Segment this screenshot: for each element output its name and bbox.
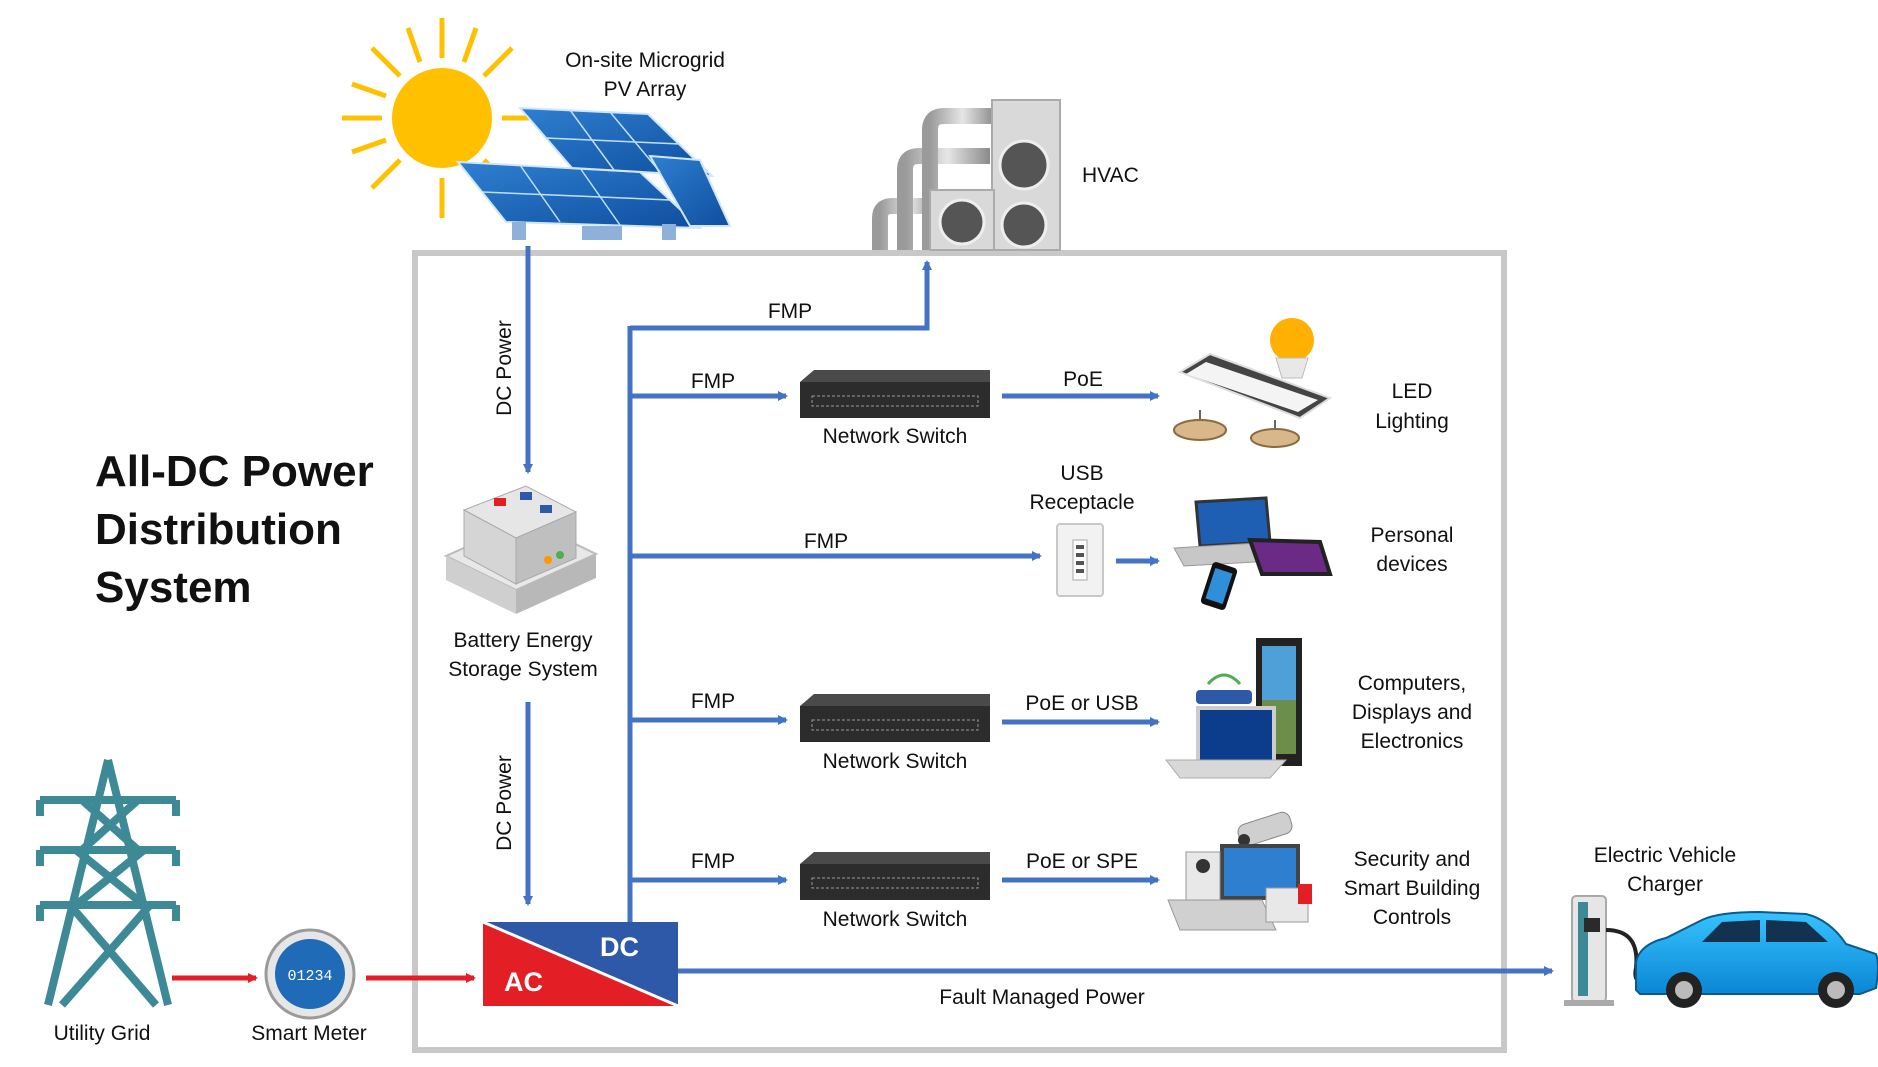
battery-label-2: Storage System: [448, 658, 597, 681]
poe-or-usb-label: PoE or USB: [1025, 692, 1138, 715]
led-lighting-icon: [1173, 318, 1333, 448]
network-switch-label-2: Network Switch: [823, 750, 968, 773]
diagram-title: All-DC Power Distribution System: [95, 447, 374, 612]
svg-text:System: System: [95, 563, 252, 612]
ac-label: AC: [504, 967, 543, 997]
led-lighting-label-2: Lighting: [1375, 410, 1449, 433]
computers-label: Computers,: [1358, 672, 1467, 695]
personal-devices-icon: [1173, 496, 1333, 610]
security-label-3: Controls: [1373, 906, 1451, 929]
computers-displays-icon: [1164, 638, 1302, 779]
smart-meter-label: Smart Meter: [251, 1022, 367, 1045]
network-switch-icon: [800, 694, 990, 742]
ac-dc-converter: DC AC: [482, 920, 679, 1008]
led-lighting-label: LED: [1392, 380, 1433, 403]
ev-charger-label-2: Charger: [1627, 873, 1703, 896]
computers-label-3: Electronics: [1361, 730, 1464, 753]
computers-label-2: Displays and: [1352, 701, 1472, 724]
meter-reading: 01234: [287, 968, 332, 985]
utility-grid-label: Utility Grid: [54, 1022, 151, 1045]
usb-receptacle-icon: [1056, 523, 1104, 597]
hvac-icon: [872, 99, 1061, 251]
svg-text:All-DC Power: All-DC Power: [95, 447, 374, 496]
fault-managed-power-label: Fault Managed Power: [939, 986, 1144, 1009]
personal-devices-label: Personal: [1371, 524, 1454, 547]
smart-meter-icon: 01234: [264, 928, 356, 1020]
security-label: Security and: [1354, 848, 1471, 871]
svg-text:Distribution: Distribution: [95, 505, 342, 554]
pv-array-label: On-site Microgrid: [565, 49, 725, 72]
network-switch-icon: [800, 852, 990, 900]
fmp-label-3: FMP: [691, 690, 735, 713]
pv-array-label-2: PV Array: [604, 78, 687, 101]
dc-power-label-bottom: DC Power: [493, 755, 516, 851]
fmp-label-hvac: FMP: [768, 300, 812, 323]
usb-receptacle-label-2: Receptacle: [1029, 491, 1134, 514]
network-switch-label-3: Network Switch: [823, 908, 968, 931]
hvac-label: HVAC: [1082, 164, 1139, 187]
utility-tower-icon: [36, 759, 180, 1008]
ev-charger-label: Electric Vehicle: [1594, 844, 1736, 867]
network-switch-label-1: Network Switch: [823, 425, 968, 448]
battery-label: Battery Energy: [454, 629, 593, 652]
dc-power-label-top: DC Power: [493, 320, 516, 416]
network-switch-icon: [800, 370, 990, 418]
personal-devices-label-2: devices: [1376, 553, 1447, 576]
fmp-label-4: FMP: [691, 850, 735, 873]
pv-array-icon: [455, 106, 732, 240]
dc-label: DC: [600, 932, 639, 962]
security-label-2: Smart Building: [1344, 877, 1481, 900]
electric-car-icon: [1635, 910, 1878, 1008]
poe-or-spe-label: PoE or SPE: [1026, 850, 1138, 873]
building-enclosure: [412, 250, 1507, 1053]
fmp-label-2: FMP: [804, 530, 848, 553]
battery-storage-icon: [443, 485, 599, 614]
poe-label: PoE: [1063, 368, 1103, 391]
fmp-to-hvac-arrow: [630, 260, 932, 331]
fmp-label-1: FMP: [691, 370, 735, 393]
usb-receptacle-label: USB: [1060, 462, 1103, 485]
security-controls-icon: [1167, 811, 1312, 931]
